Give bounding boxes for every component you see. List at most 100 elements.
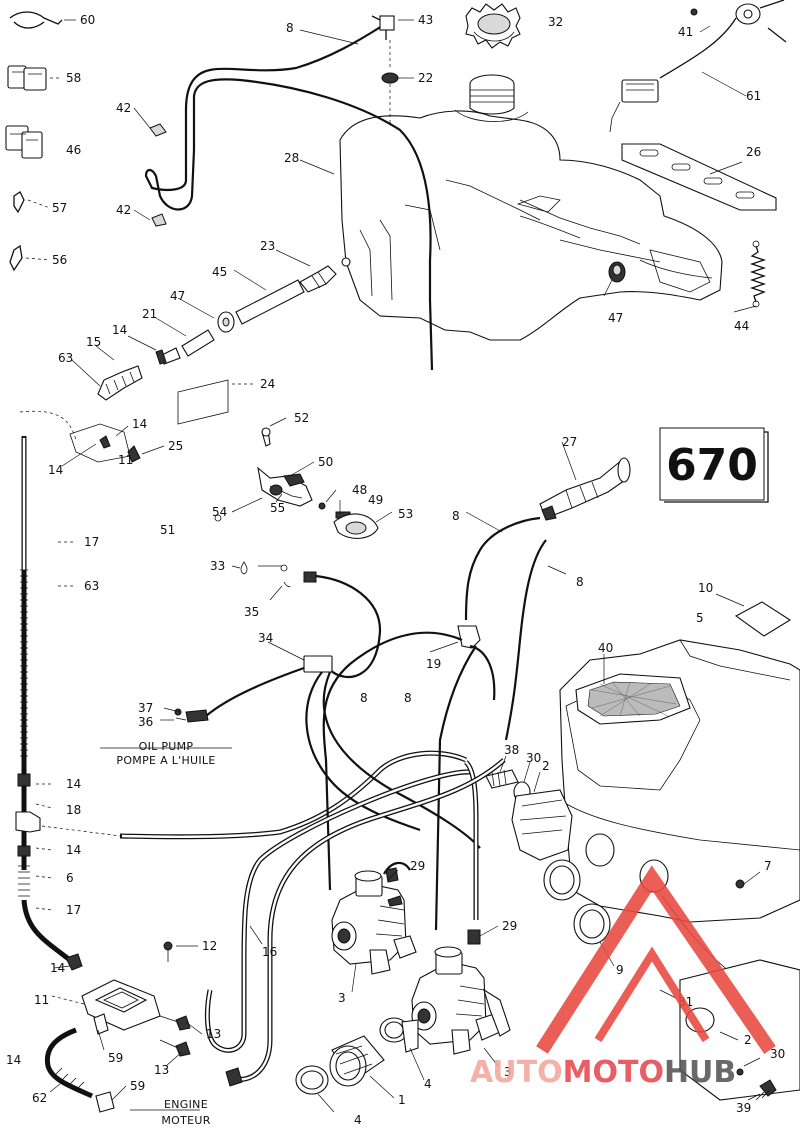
callout-3-b: 3 — [504, 1065, 512, 1079]
callout-60: 60 — [80, 13, 95, 27]
fuel-line-fittings — [97, 265, 337, 401]
callout-25: 25 — [168, 439, 183, 453]
oil-pump-caption-en: OIL PUMP — [139, 740, 194, 753]
callout-24: 24 — [260, 377, 275, 391]
watermark-triangle — [536, 865, 776, 1054]
leader-lines — [25, 19, 761, 1113]
callout-29-a: 29 — [410, 859, 425, 873]
callout-2-b: 2 — [744, 1033, 752, 1047]
callout-30-a: 30 — [526, 751, 541, 765]
callout-27: 27 — [562, 435, 577, 449]
callout-32: 32 — [548, 15, 563, 29]
carburetor-left — [331, 861, 417, 975]
callout-2-a: 2 — [542, 759, 550, 773]
page-number-box — [659, 427, 769, 503]
fuel-cap — [465, 3, 521, 49]
engine-caption-fr: MOTEUR — [161, 1114, 210, 1127]
callout-39: 39 — [736, 1101, 751, 1115]
callout-35: 35 — [244, 605, 259, 619]
callout-11-a: 11 — [118, 453, 133, 467]
callout-6: 6 — [66, 871, 74, 885]
callout-8-d: 8 — [360, 691, 368, 705]
callout-8-c: 8 — [576, 575, 584, 589]
callout-8-top: 8 — [286, 21, 294, 35]
callout-13-a: 13 — [206, 1027, 221, 1041]
callout-48: 48 — [352, 483, 367, 497]
callout-63-top: 63 — [58, 351, 73, 365]
callout-4-b: 4 — [354, 1113, 362, 1127]
upper-throttle-cable — [144, 25, 434, 371]
callout-42-b: 42 — [116, 203, 131, 217]
oil-injection-block — [44, 941, 191, 1113]
callout-59-a: 59 — [108, 1051, 123, 1065]
callout-38: 38 — [504, 743, 519, 757]
callout-7: 7 — [764, 859, 772, 873]
callout-17-b: 17 — [66, 903, 81, 917]
callout-46: 46 — [66, 143, 81, 157]
callout-45: 45 — [212, 265, 227, 279]
callout-5: 5 — [696, 611, 704, 625]
callout-3-a: 3 — [338, 991, 346, 1005]
callout-10: 10 — [698, 581, 713, 595]
callout-14-b: 14 — [132, 417, 147, 431]
callout-50: 50 — [318, 455, 333, 469]
bolt-39 — [736, 1068, 777, 1101]
watermark-text-auto: AUTOMOTOHUB — [470, 1055, 736, 1090]
callout-16: 16 — [262, 945, 277, 959]
page-number: 670 — [666, 440, 758, 491]
callout-52: 52 — [294, 411, 309, 425]
callout-43: 43 — [418, 13, 433, 27]
callout-28: 28 — [284, 151, 299, 165]
callout-14-a: 14 — [112, 323, 127, 337]
callout-14-c: 14 — [48, 463, 63, 477]
callout-8-e: 8 — [404, 691, 412, 705]
label-plate-24 — [177, 379, 229, 425]
callout-11-b: 11 — [34, 993, 49, 1007]
callout-15: 15 — [86, 335, 101, 349]
grommet-right — [608, 261, 626, 283]
callout-40: 40 — [598, 641, 613, 655]
callout-22: 22 — [418, 71, 433, 85]
cable-clips — [149, 123, 167, 227]
throttle-cable-split — [322, 516, 547, 931]
callout-47-left: 47 — [170, 289, 185, 303]
tank-spring — [749, 240, 767, 308]
callout-21: 21 — [142, 307, 157, 321]
callout-18: 18 — [66, 803, 81, 817]
callout-34: 34 — [258, 631, 273, 645]
vent-line-18 — [41, 750, 468, 840]
vent-hoses — [204, 758, 506, 1087]
tank-bracket — [621, 143, 777, 211]
callout-58: 58 — [66, 71, 81, 85]
left-vertical-fuel-line — [15, 436, 83, 971]
fuel-level-sender — [609, 0, 787, 133]
callout-56: 56 — [52, 253, 67, 267]
callout-53: 53 — [398, 507, 413, 521]
callout-8-b: 8 — [452, 509, 460, 523]
engine-caption-en: ENGINE — [164, 1098, 208, 1111]
callout-42-a: 42 — [116, 101, 131, 115]
callout-51: 51 — [160, 523, 175, 537]
intake-adaptor — [485, 769, 611, 945]
callout-57: 57 — [52, 201, 67, 215]
callout-30-b: 30 — [770, 1047, 785, 1061]
callout-36: 36 — [138, 715, 153, 729]
oil-pump-caption-fr: POMPE A L'HUILE — [116, 754, 215, 767]
callout-14-f: 14 — [50, 961, 65, 975]
callout-37: 37 — [138, 701, 153, 715]
callout-17-a: 17 — [84, 535, 99, 549]
throttle-housing — [539, 457, 631, 521]
fuel-tank — [339, 74, 723, 341]
intake-boots — [295, 1017, 419, 1095]
callout-19: 19 — [426, 657, 441, 671]
callout-54: 54 — [212, 505, 227, 519]
callout-63-mid: 63 — [84, 579, 99, 593]
callout-41: 41 — [678, 25, 693, 39]
label-sticker — [734, 601, 792, 637]
callout-1: 1 — [398, 1093, 406, 1107]
callout-61: 61 — [746, 89, 761, 103]
callout-12: 12 — [202, 939, 217, 953]
callout-59-b: 59 — [130, 1079, 145, 1093]
